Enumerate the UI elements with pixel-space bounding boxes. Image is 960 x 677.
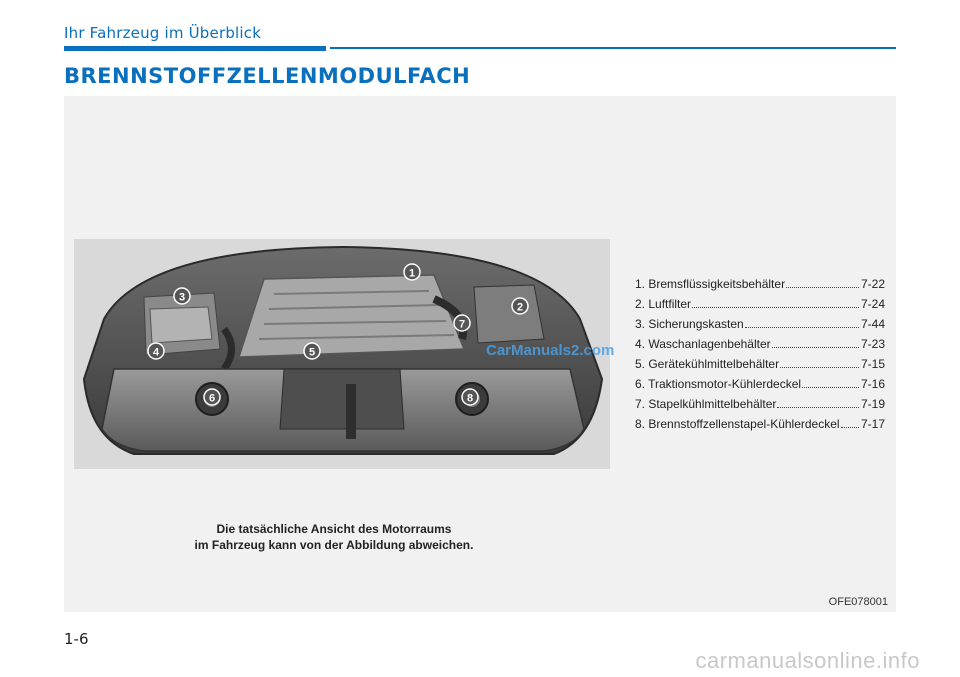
engine-bay-drawing: 1 2 3 4 5 6 7 8 (82, 245, 604, 455)
caption-line-2: im Fahrzeug kann von der Abbildung abwei… (194, 538, 474, 552)
legend-item-page: 7-17 (860, 417, 885, 431)
callout-1-label: 1 (409, 268, 415, 280)
caption-line-1: Die tatsächliche Ansicht des Motorraums (216, 522, 452, 536)
legend-item-label: 3. Sicherungskasten (635, 317, 744, 331)
callout-5-label: 5 (309, 347, 315, 359)
legend-item: 1. Bremsflüssigkeitsbehälter 7-22 (635, 274, 885, 294)
legend-leader (840, 414, 859, 428)
legend-leader (802, 374, 859, 388)
page-number: 1-6 (64, 630, 89, 648)
legend-leader (771, 334, 859, 348)
legend-item-label: 4. Waschanlagenbehälter (635, 337, 771, 351)
section-title: Ihr Fahrzeug im Überblick (64, 24, 262, 42)
legend-item-page: 7-24 (860, 297, 885, 311)
legend-item-label: 8. Brennstoffzellenstapel-Kühlerdeckel (635, 417, 840, 431)
legend-item-page: 7-22 (860, 277, 885, 291)
page-heading: BRENNSTOFFZELLENMODULFACH (64, 64, 471, 88)
legend-item-label: 2. Luftfilter (635, 297, 692, 311)
callout-1: 1 (403, 263, 421, 281)
watermark-carmanuals2: CarManuals2.com (486, 342, 615, 359)
legend-item-label: 5. Gerätekühlmittelbehälter (635, 357, 780, 371)
figure-caption: Die tatsächliche Ansicht des Motorraums … (164, 521, 504, 553)
legend-leader (786, 274, 859, 288)
legend-item: 2. Luftfilter 7-24 (635, 294, 885, 314)
callout-8-label: 8 (467, 393, 473, 405)
callout-3-label: 3 (179, 292, 185, 304)
air-filter-shape (473, 284, 545, 344)
legend-item: 6. Traktionsmotor-Kühlerdeckel 7-16 (635, 374, 885, 394)
legend-item-page: 7-23 (860, 337, 885, 351)
callout-2-label: 2 (517, 302, 523, 314)
legend-item: 7. Stapelkühlmittelbehälter 7-19 (635, 394, 885, 414)
legend-leader (692, 294, 859, 308)
fuel-cell-stack (237, 274, 466, 358)
legend-item-label: 6. Traktionsmotor-Kühlerdeckel (635, 377, 802, 391)
legend-leader (777, 394, 859, 408)
callout-7: 7 (453, 314, 471, 332)
engine-bay-illustration: 1 2 3 4 5 6 7 8 (74, 239, 610, 469)
component-legend: 1. Bremsflüssigkeitsbehälter 7-22 2. Luft… (635, 274, 885, 434)
callout-6: 6 (203, 388, 221, 406)
legend-item: 4. Waschanlagenbehälter 7-23 (635, 334, 885, 354)
callout-6-label: 6 (209, 393, 215, 405)
callout-8: 8 (461, 388, 479, 406)
legend-leader (780, 354, 859, 368)
header-rule-thin (330, 47, 896, 49)
legend-item-label: 1. Bremsflüssigkeitsbehälter (635, 277, 786, 291)
callout-7-label: 7 (459, 319, 465, 331)
legend-item-page: 7-15 (860, 357, 885, 371)
legend-item-page: 7-16 (860, 377, 885, 391)
callout-4-label: 4 (153, 347, 160, 359)
figure-code: OFE078001 (828, 596, 888, 608)
callout-4: 4 (147, 342, 165, 360)
figure-panel: 1 2 3 4 5 6 7 8 1. Bremsflüssigkeitsbehä… (64, 96, 896, 612)
callout-3: 3 (173, 287, 191, 305)
callout-5: 5 (303, 342, 321, 360)
legend-item: 5. Gerätekühlmittelbehälter 7-15 (635, 354, 885, 374)
legend-item-page: 7-19 (860, 397, 885, 411)
legend-item-page: 7-44 (860, 317, 885, 331)
header-rule-thick (64, 46, 326, 51)
legend-leader (744, 314, 859, 328)
callout-2: 2 (511, 297, 529, 315)
watermark-carmanualsonline: carmanualsonline.info (695, 648, 920, 673)
legend-item: 8. Brennstoffzellenstapel-Kühlerdeckel 7-… (635, 414, 885, 434)
legend-item-label: 7. Stapelkühlmittelbehälter (635, 397, 777, 411)
legend-item: 3. Sicherungskasten 7-44 (635, 314, 885, 334)
